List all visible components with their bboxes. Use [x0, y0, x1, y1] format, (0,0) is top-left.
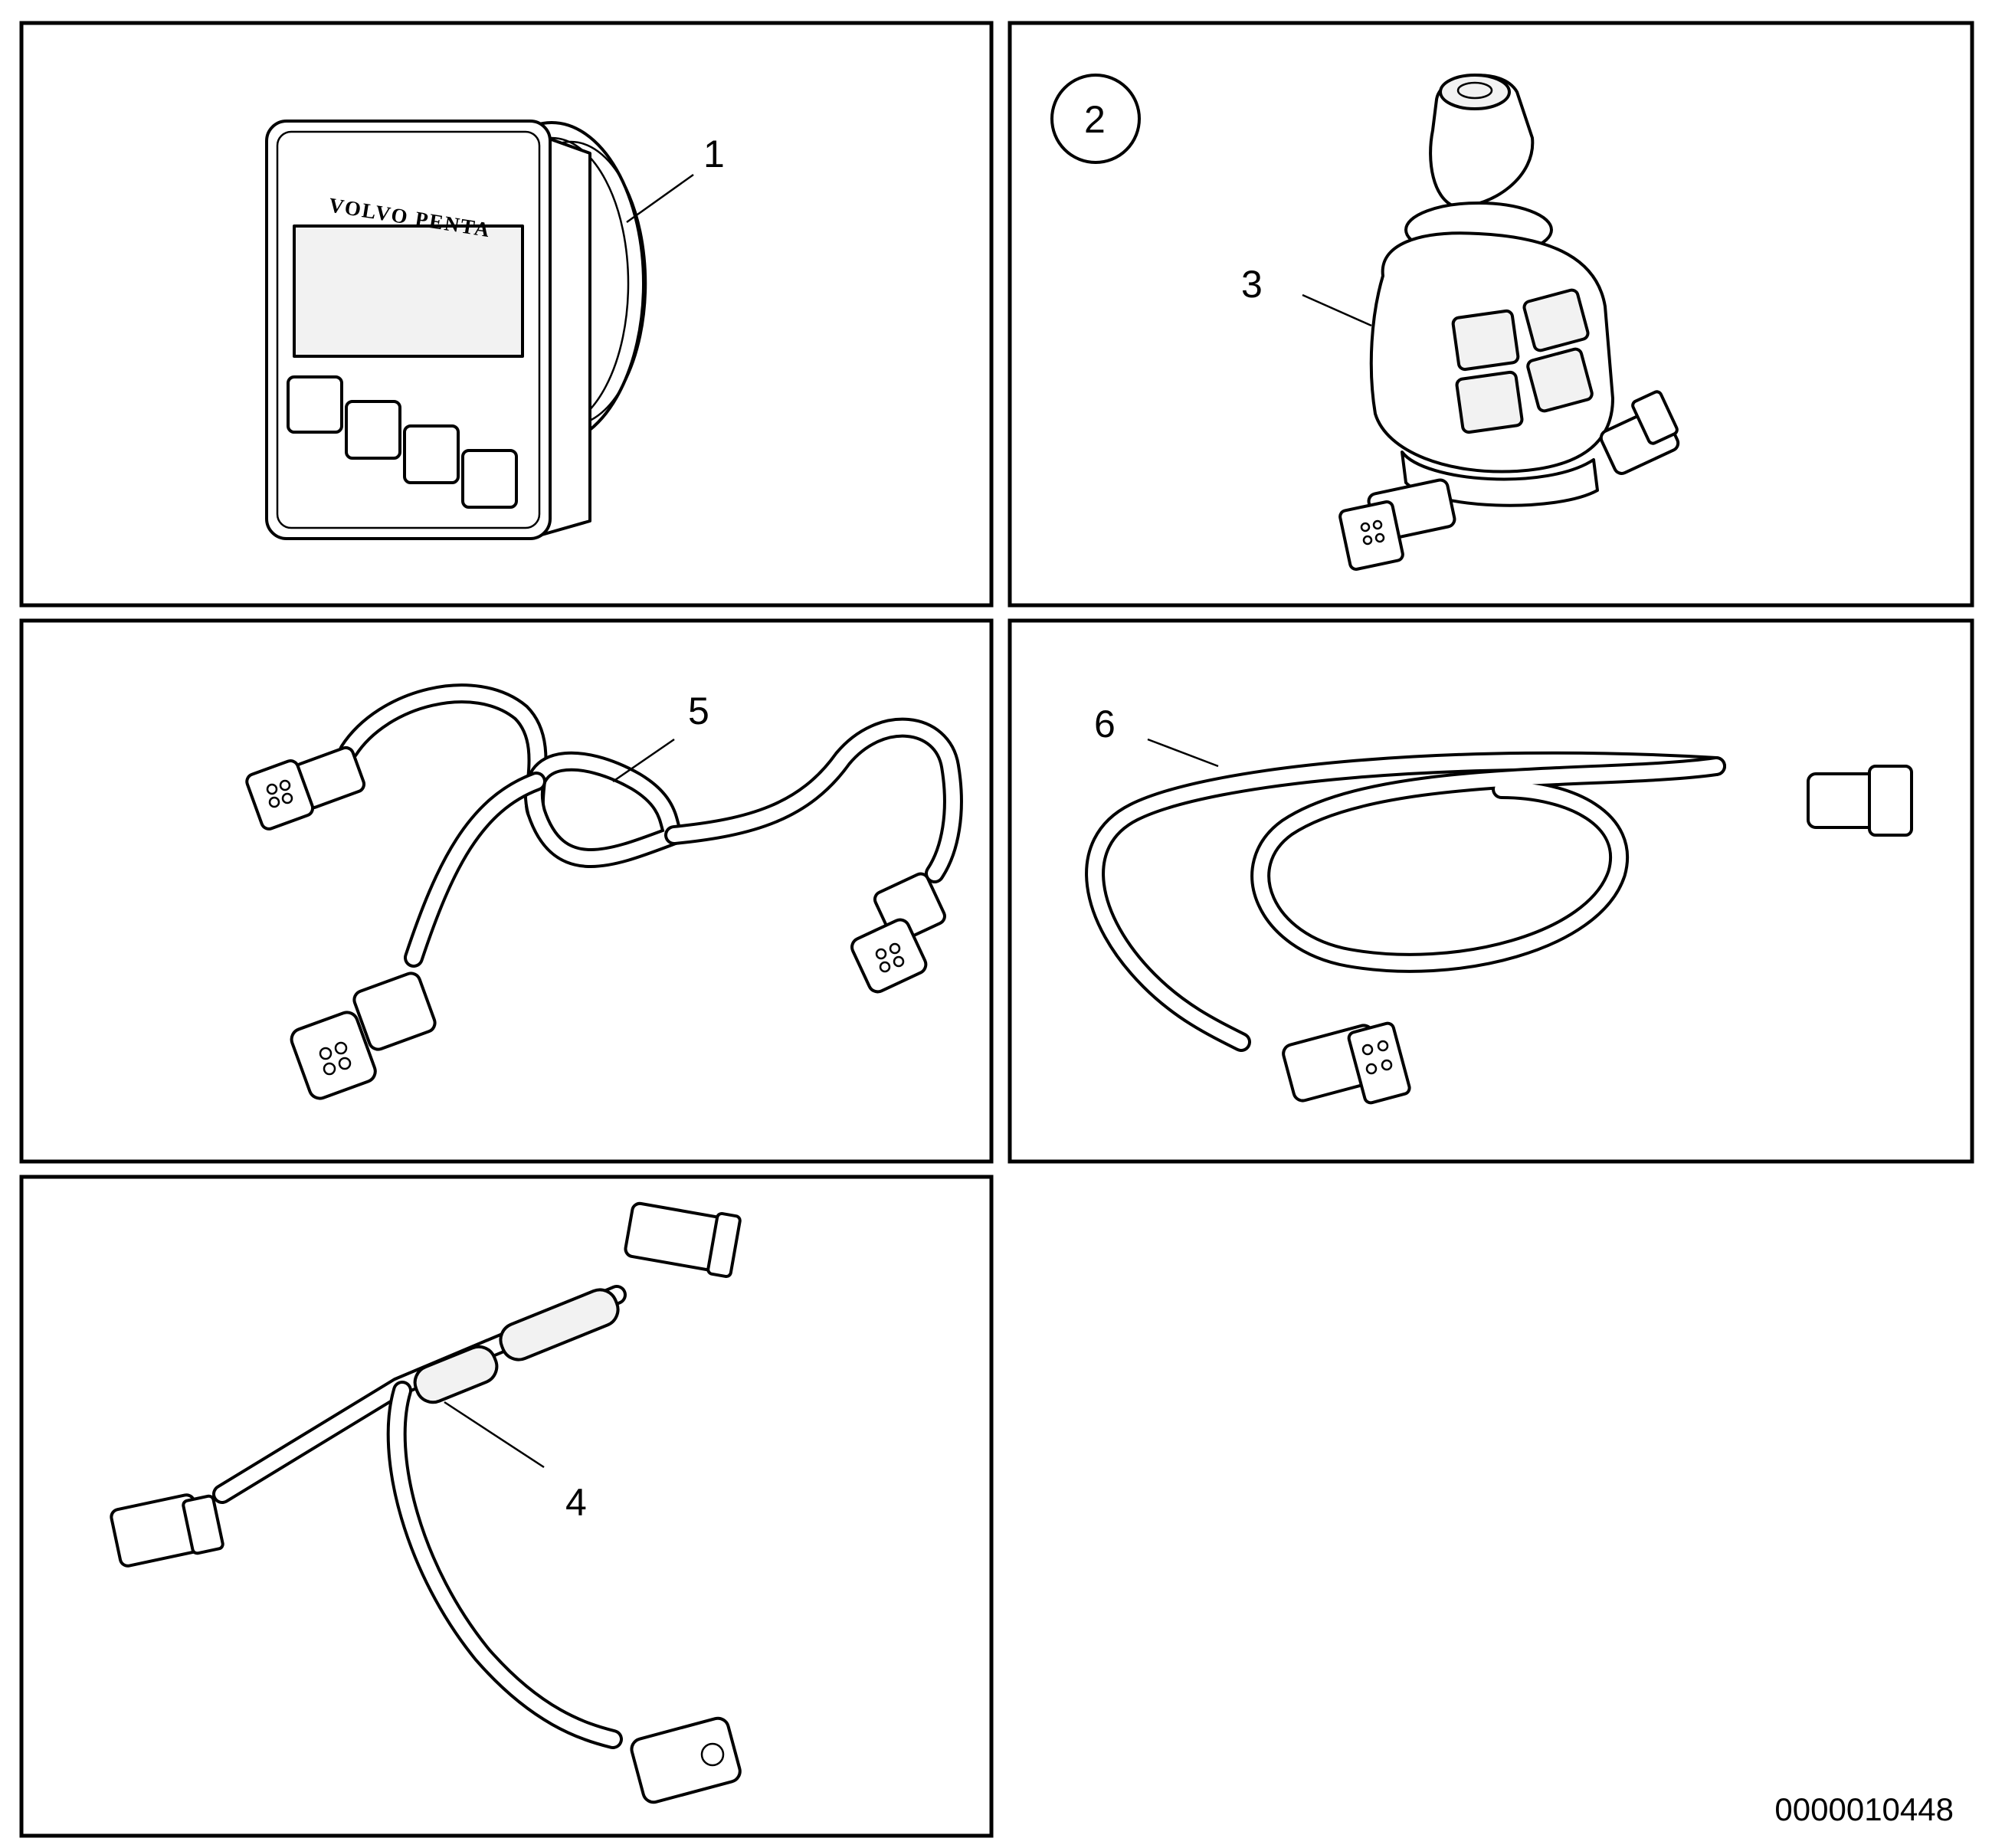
panel-harness-5: 5: [19, 618, 994, 1164]
leader-6: [1147, 738, 1219, 768]
harness-4: [110, 1201, 742, 1804]
panel-extension-cable-6: 6: [1007, 618, 1974, 1164]
joystick: [1338, 74, 1680, 571]
panel-harness-4: 4: [19, 1175, 994, 1838]
callout-3: 3: [1241, 263, 1263, 306]
callout-4: 4: [565, 1481, 587, 1524]
callout-6: 6: [1094, 703, 1116, 745]
callout-1: 1: [703, 133, 725, 175]
group-marker-circle: [1050, 74, 1141, 164]
display-unit: VOLVO PENTA: [265, 120, 647, 540]
leader-1: [626, 173, 694, 224]
extension-cable-6: [1085, 751, 1913, 1105]
document-id: 0000010448: [1774, 1791, 1954, 1827]
leader-4: [444, 1401, 545, 1469]
harness-5: [245, 683, 963, 1100]
leader-5: [612, 738, 675, 783]
panel-display-unit: VOLVO PENTA 1: [19, 21, 994, 608]
leader-3: [1302, 293, 1372, 327]
panel-joystick: 2 3: [1007, 21, 1974, 608]
callout-5: 5: [688, 690, 709, 732]
callout-2: 2: [1084, 98, 1106, 141]
